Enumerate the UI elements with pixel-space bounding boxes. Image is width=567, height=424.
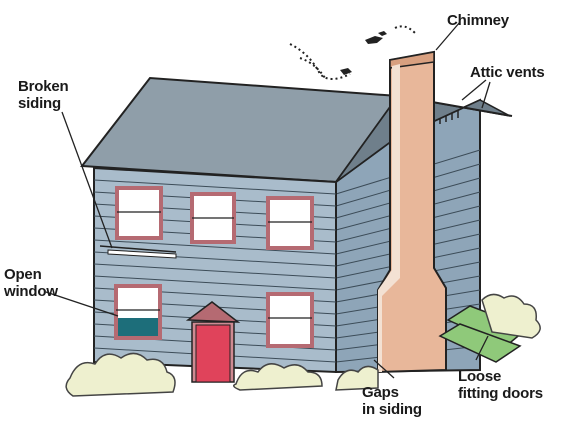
attic-vents-label: Attic vents — [470, 64, 545, 81]
open-window-label: Open window — [4, 266, 58, 300]
chimney-label: Chimney — [447, 12, 509, 29]
broken-siding-label: Broken siding — [18, 78, 68, 112]
gaps-in-siding-label: Gaps in siding — [362, 384, 422, 418]
open-window — [118, 318, 158, 336]
loose-fitting-doors-label: Loose fitting doors — [458, 368, 543, 402]
